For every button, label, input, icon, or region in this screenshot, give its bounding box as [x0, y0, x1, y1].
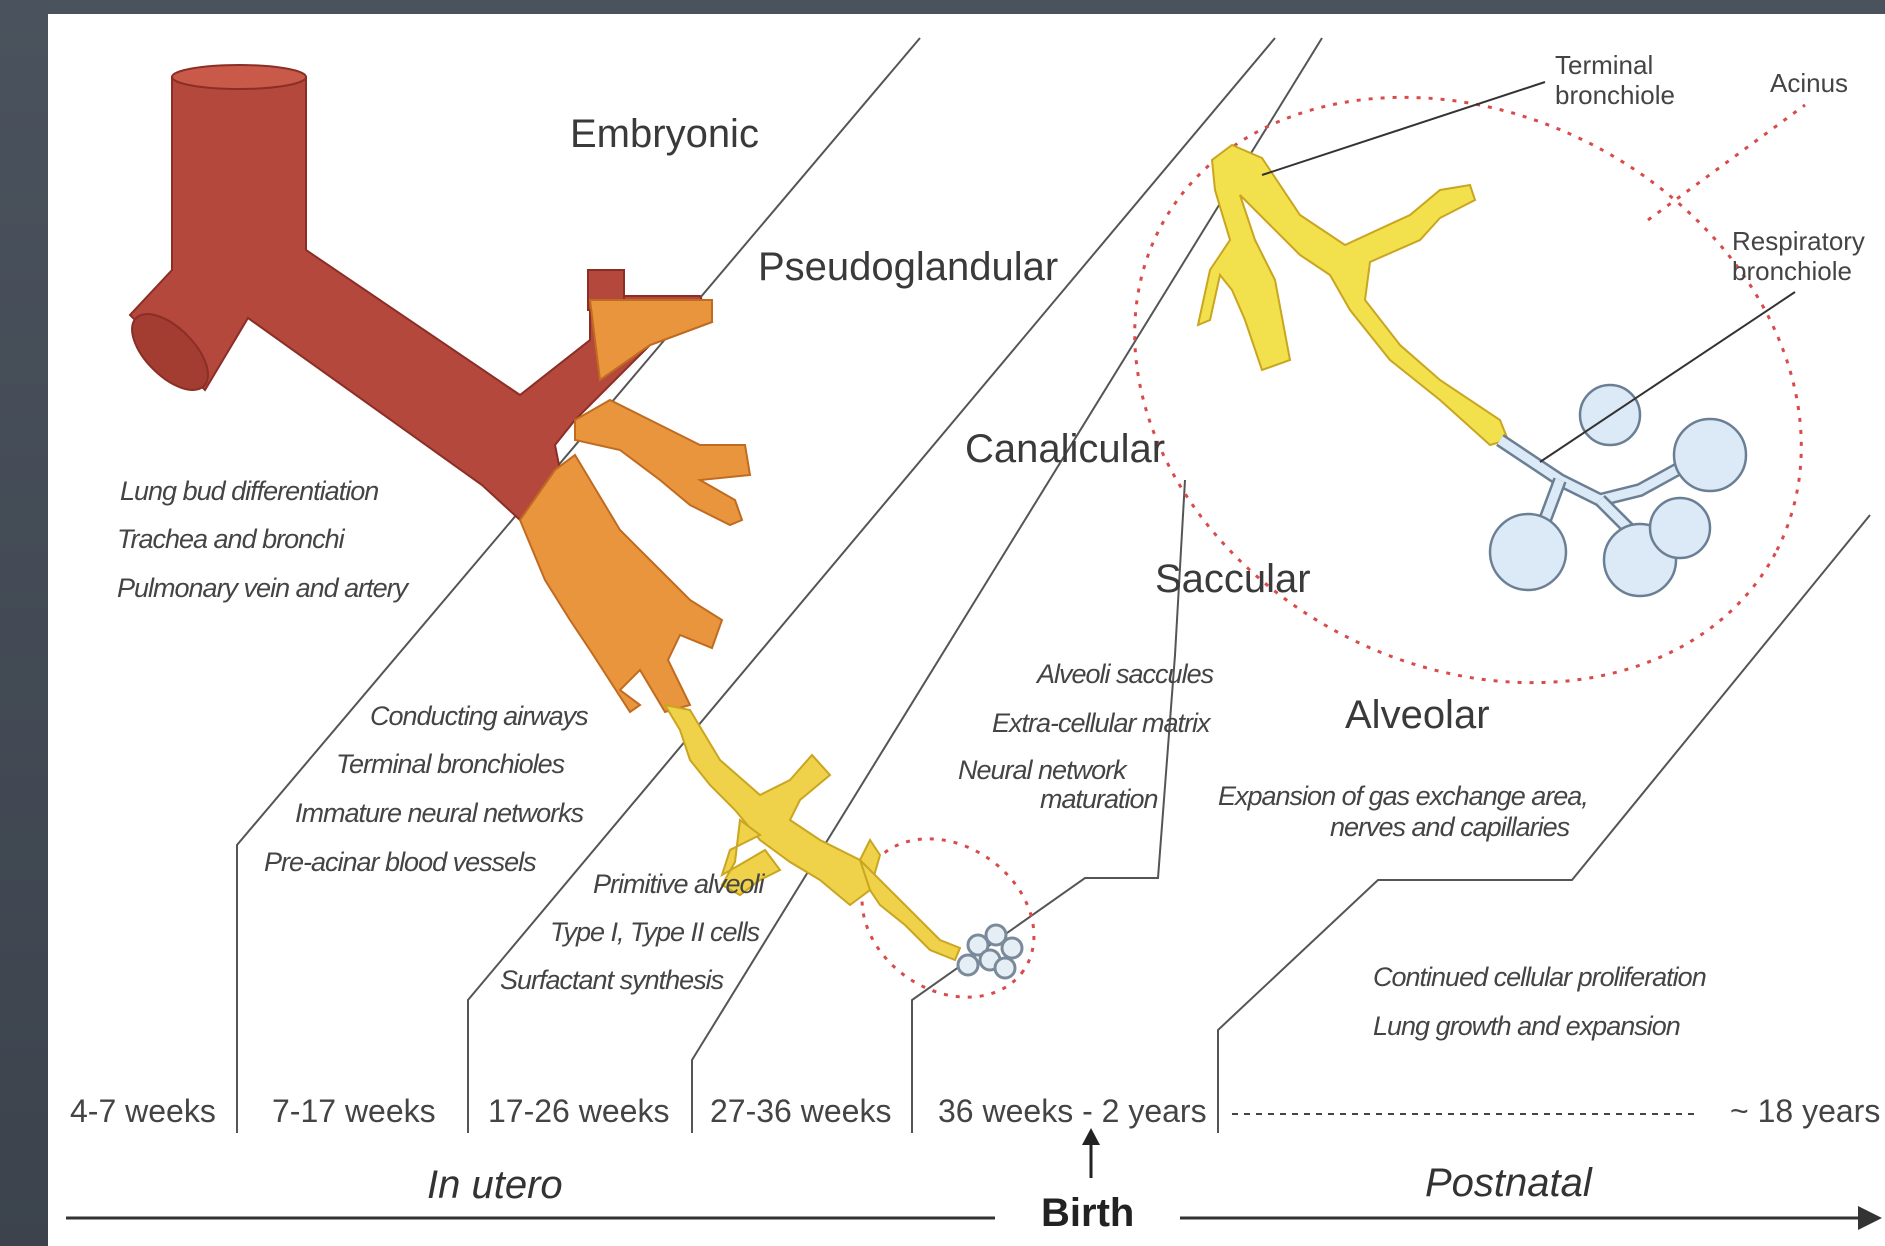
note-postnatal-2: Lung growth and expansion	[1373, 1011, 1680, 1041]
time-7-17: 7-17 weeks	[272, 1093, 436, 1129]
stage-canalicular: Canalicular	[965, 427, 1165, 471]
time-27-36: 27-36 weeks	[710, 1093, 891, 1129]
callout-respiratory-1: Respiratory	[1732, 226, 1865, 256]
callout-terminal-2: bronchiole	[1555, 80, 1675, 110]
era-postnatal: Postnatal	[1425, 1161, 1593, 1205]
note-canalicular-1: Primitive alveoli	[593, 869, 766, 899]
callout-respiratory-2: bronchiole	[1732, 256, 1852, 286]
note-saccular-4: maturation	[1040, 784, 1158, 814]
note-canalicular-2: Type I, Type II cells	[550, 917, 760, 947]
stage-alveolar: Alveolar	[1345, 693, 1490, 737]
stage-embryonic: Embryonic	[570, 112, 759, 156]
note-pseudo-2: Terminal bronchioles	[336, 749, 565, 779]
respiratory-bronchiole-leader	[1540, 292, 1795, 462]
alveolar-sacs	[1490, 385, 1746, 596]
stage-pseudoglandular: Pseudoglandular	[758, 245, 1058, 289]
note-saccular-3: Neural network	[958, 755, 1128, 785]
airway-pseudoglandular	[520, 300, 750, 712]
callout-acinus: Acinus	[1770, 68, 1848, 98]
note-saccular-1: Alveoli saccules	[1035, 659, 1214, 689]
note-embryonic-2: Trachea and bronchi	[117, 524, 346, 554]
note-canalicular-3: Surfactant synthesis	[500, 965, 724, 995]
airway-terminal	[1198, 145, 1508, 445]
stage-saccular: Saccular	[1155, 557, 1311, 601]
note-pseudo-3: Immature neural networks	[295, 798, 584, 828]
note-alveolar-2: nerves and capillaries	[1330, 812, 1570, 842]
callout-terminal-1: Terminal	[1555, 50, 1653, 80]
note-embryonic-1: Lung bud differentiation	[120, 476, 378, 506]
time-36w-2y: 36 weeks - 2 years	[938, 1093, 1207, 1129]
birth-arrow-head	[1082, 1128, 1100, 1145]
time-17-26: 17-26 weeks	[488, 1093, 669, 1129]
note-postnatal-1: Continued cellular proliferation	[1373, 962, 1706, 992]
acinus-leader	[1648, 105, 1805, 220]
birth-label: Birth	[1041, 1191, 1134, 1235]
note-alveolar-1: Expansion of gas exchange area,	[1218, 781, 1588, 811]
note-pseudo-1: Conducting airways	[370, 701, 588, 731]
axis-arrow-head	[1858, 1206, 1882, 1230]
note-saccular-2: Extra-cellular matrix	[992, 708, 1212, 738]
note-embryonic-3: Pulmonary vein and artery	[117, 573, 410, 603]
time-4-7: 4-7 weeks	[70, 1093, 216, 1129]
note-pseudo-4: Pre-acinar blood vessels	[264, 847, 536, 877]
time-18-years: ~ 18 years	[1730, 1093, 1880, 1129]
terminal-bronchiole-leader	[1262, 82, 1545, 175]
saccules-small	[958, 925, 1022, 978]
era-in-utero: In utero	[427, 1163, 563, 1207]
